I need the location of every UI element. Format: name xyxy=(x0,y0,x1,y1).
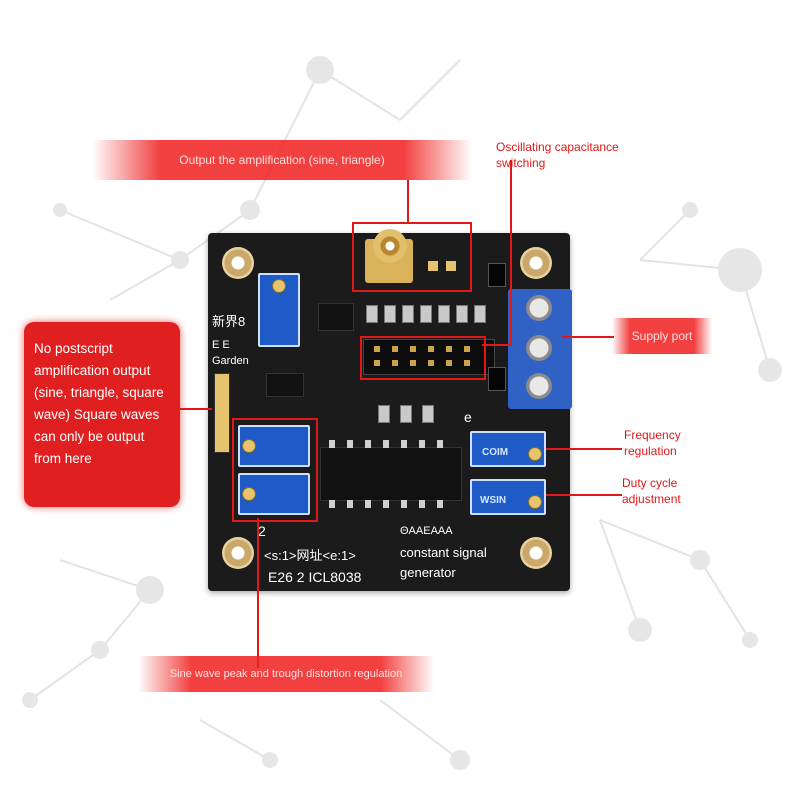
leader-capacitance-h xyxy=(482,344,512,346)
supply-port-label: Supply port xyxy=(631,329,693,343)
terminal-screw-icon xyxy=(526,335,552,361)
mount-hole-bottom-right xyxy=(520,537,552,569)
model-name: E26 2 ICL8038 xyxy=(268,569,362,585)
pot-screw-icon xyxy=(242,487,256,501)
highlight-sma xyxy=(352,222,472,292)
distortion-label: Sine wave peak and trough distortion reg… xyxy=(169,668,403,680)
smd-resistor xyxy=(402,305,414,323)
leader-sma xyxy=(407,180,409,222)
distortion-banner: Sine wave peak and trough distortion reg… xyxy=(138,656,434,692)
electrolytic-cap xyxy=(488,367,506,391)
brand-line2: Garden xyxy=(212,355,249,367)
title-line-3: generator xyxy=(400,565,456,580)
mount-hole-top-left xyxy=(222,247,254,279)
smd-resistor xyxy=(400,405,412,423)
url-line: <s:1>网址<e:1> xyxy=(264,548,356,563)
title-line-2: constant signal xyxy=(400,545,487,560)
smd-resistor xyxy=(422,405,434,423)
pot-screw-icon xyxy=(272,279,286,293)
distortion-potentiometer-1 xyxy=(238,425,310,467)
amplitude-potentiometer xyxy=(258,273,300,347)
output-amplification-banner: Output the amplification (sine, triangle… xyxy=(92,140,472,180)
frequency-regulation-label: Frequency regulation xyxy=(624,428,681,458)
pot-screw-icon xyxy=(528,447,542,461)
pcb-board: COIM WSIN 新界8 E E Garden e 2 <s:1>网址<e:1… xyxy=(208,229,572,591)
terminal-screw-icon xyxy=(526,373,552,399)
highlight-distortion-pots xyxy=(232,418,318,522)
output-amplification-label: Output the amplification (sine, triangle… xyxy=(179,153,385,167)
label-e: e xyxy=(464,409,472,425)
supply-port-banner: Supply port xyxy=(612,318,712,354)
smd-resistor xyxy=(474,305,486,323)
smd-resistor xyxy=(420,305,432,323)
pot-label-coim: COIM xyxy=(482,447,509,458)
brand-line1: E E xyxy=(212,339,230,351)
leader-duty xyxy=(546,494,622,496)
brand-cn: 新界8 xyxy=(212,314,246,329)
leader-capacitance xyxy=(510,160,512,346)
smd-resistor xyxy=(366,305,378,323)
capacitance-jumper-header xyxy=(363,339,495,375)
jumper xyxy=(266,373,304,397)
square-wave-note: No postscript amplification output (sine… xyxy=(24,322,180,507)
icl8038-chip xyxy=(320,440,462,508)
leader-supply xyxy=(562,336,614,338)
pad-1 xyxy=(428,261,438,271)
sma-connector-nut xyxy=(373,229,407,263)
duty-cycle-potentiometer: WSIN xyxy=(470,479,546,515)
leader-distortion xyxy=(257,518,259,668)
oscillating-capacitance-label: Oscillating capacitance switching xyxy=(496,140,619,170)
title-line-1: ΘAAEAAA xyxy=(400,525,453,537)
smd-resistor xyxy=(378,405,390,423)
duty-cycle-label: Duty cycle adjustment xyxy=(622,476,681,506)
leader-frequency xyxy=(546,448,622,450)
label-2: 2 xyxy=(258,523,266,539)
smd-resistor xyxy=(456,305,468,323)
electrolytic-cap xyxy=(488,263,506,287)
highlight-capacitance-header xyxy=(360,336,486,380)
pot-screw-icon xyxy=(528,495,542,509)
leader-side-note xyxy=(180,408,212,410)
mount-hole-top-right xyxy=(520,247,552,279)
pot-label-wsin: WSIN xyxy=(480,495,507,506)
pot-screw-icon xyxy=(242,439,256,453)
supply-terminal-block xyxy=(508,289,572,409)
opamp-ic xyxy=(318,303,354,331)
smd-resistor xyxy=(438,305,450,323)
terminal-screw-icon xyxy=(526,295,552,321)
square-output-header xyxy=(214,373,230,453)
pad-2 xyxy=(446,261,456,271)
frequency-potentiometer: COIM xyxy=(470,431,546,467)
distortion-potentiometer-2 xyxy=(238,473,310,515)
mount-hole-bottom-left xyxy=(222,537,254,569)
smd-resistor xyxy=(384,305,396,323)
